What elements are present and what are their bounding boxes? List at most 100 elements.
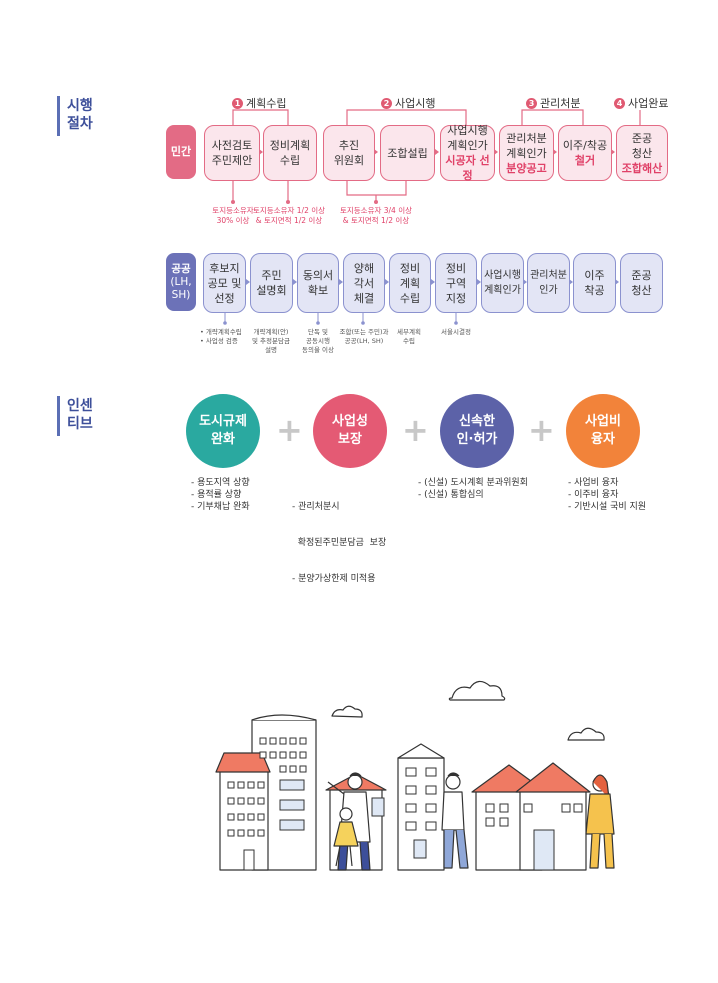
private-tag: 민간 — [166, 125, 196, 179]
note-line: & 토지면적 1/2 이상 — [255, 216, 323, 225]
section-title-line: 절차 — [67, 116, 93, 132]
step-line: 계획인가 — [506, 146, 547, 160]
incentive-line: 사업비 — [585, 414, 621, 429]
note-line: 공동시행 — [306, 337, 330, 345]
note-line: 토지등소유자 3/4 이상 — [339, 206, 413, 215]
person-icon — [347, 774, 363, 790]
private-step-4: 조합설립 — [380, 125, 435, 181]
note-line: 서울시결정 — [441, 328, 471, 336]
cloud-icon — [567, 727, 605, 741]
incentive-line: 도시규제 — [199, 414, 247, 429]
incentive-line: 보장 — [338, 432, 362, 447]
step-emphasis: 분양공고 — [506, 161, 547, 175]
incentive-item: - 사업비 융자 — [568, 478, 619, 488]
stage-text: 사업완료 — [628, 97, 669, 110]
incentive-list-1: - 용도지역 상향 - 용적률 상향 - 기부채납 완화 — [191, 477, 250, 513]
note-line: 및 추정분담금 — [252, 337, 290, 345]
incentive-line: 완화 — [211, 432, 235, 447]
section-title-incentive: 인센 티브 — [67, 397, 93, 433]
plus-icon: + — [528, 411, 555, 449]
stage-brackets — [231, 109, 641, 204]
section-title-line: 시행 — [67, 98, 93, 114]
step-line: 수립 — [399, 291, 421, 305]
person-icon — [445, 774, 461, 790]
note-line: 동의율 이상 — [302, 346, 334, 354]
step-line: 정비 — [445, 261, 467, 275]
private-note-1: 토지등소유자 30% 이상 — [203, 206, 263, 226]
step-line: 이주 — [584, 269, 605, 282]
incentive-item: - (신설) 도시계획 분과위원회 — [418, 478, 528, 488]
public-note-2: 개략계획(안) 및 추정분담금 설명 — [247, 328, 295, 355]
step-line: 이주/착공 — [562, 139, 608, 152]
section-title-process: 시행 절차 — [67, 97, 93, 133]
step-line: 사업시행 — [447, 124, 488, 137]
note-line: 설명 — [265, 346, 277, 354]
step-line: 사전검토 — [211, 139, 253, 152]
step-emphasis: 철거 — [574, 154, 596, 167]
incentive-item: - 기반시설 국비 지원 — [568, 502, 647, 512]
note-line: 조합(또는 주민)과 — [339, 328, 389, 336]
public-connectors — [223, 279, 619, 325]
note-line: 30% 이상 — [216, 216, 250, 225]
public-note-1: • 개략계획수립 • 사업성 검증 — [200, 328, 250, 346]
step-line: 각서 — [353, 276, 375, 290]
note-line: & 토지면적 1/2 이상 — [342, 216, 410, 225]
step-line: 준공 — [631, 131, 653, 145]
note-line: 토지등소유자 — [212, 206, 254, 215]
step-line: 계획 — [399, 276, 421, 290]
public-note-3: 단독 및 공동시행 동의율 이상 — [296, 328, 340, 355]
private-tag-text: 민간 — [170, 145, 192, 158]
section-title-line: 티브 — [67, 416, 93, 432]
incentive-line: 신속한 — [459, 414, 495, 429]
town-illustration — [215, 680, 615, 871]
plus-icon: + — [276, 411, 303, 449]
stage-number: 4 — [614, 98, 625, 109]
step-line: 준공 — [631, 269, 652, 282]
incentive-list-4: - 사업비 융자 - 이주비 융자 - 기반시설 국비 지원 — [568, 477, 646, 513]
step-line: 후보지 — [209, 261, 240, 275]
step-line: 정비계획 — [269, 139, 311, 152]
incentive-item: - 이주비 융자 — [568, 490, 619, 500]
step-line: 설명회 — [256, 284, 287, 297]
step-line: 양해 — [353, 261, 375, 275]
note-line: 수립 — [403, 337, 415, 345]
step-line: 인가 — [539, 285, 558, 296]
note-line: 개략계획(안) — [253, 328, 289, 336]
step-line: 청산 — [631, 284, 652, 297]
step-line: 공모 및 — [207, 276, 242, 290]
step-line: 관리처분 — [506, 131, 547, 145]
private-note-3: 토지등소유자 3/4 이상 & 토지면적 1/2 이상 — [333, 206, 419, 226]
step-line: 주민제안 — [211, 154, 253, 167]
step-line: 동의서 — [302, 269, 334, 282]
stage-number: 3 — [526, 98, 537, 109]
step-line: 수립 — [279, 154, 301, 167]
step-line: 확보 — [307, 284, 329, 297]
public-tag: 공공 (LH, SH) — [166, 253, 196, 311]
step-line: 체결 — [353, 291, 375, 305]
step-line: 착공 — [584, 284, 605, 297]
step-line: 조합설립 — [387, 146, 428, 160]
cloud-icon — [448, 680, 506, 701]
step-line: 관리처분 — [530, 270, 567, 281]
